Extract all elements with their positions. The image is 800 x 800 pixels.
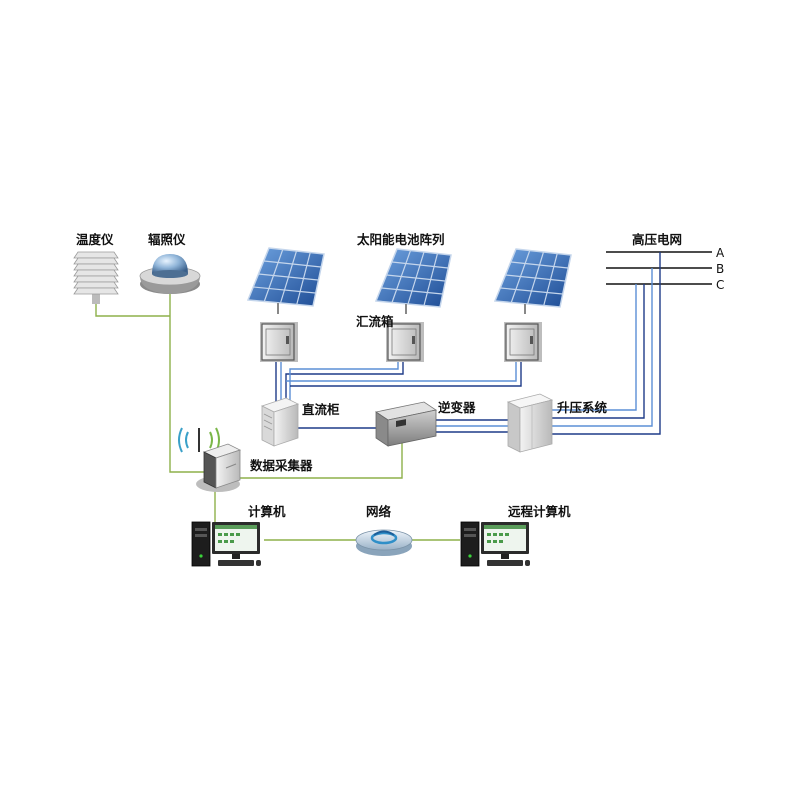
combiner-box-icon-3 bbox=[504, 322, 542, 362]
label-step-up: 升压系统 bbox=[557, 400, 608, 415]
irradiance-meter-icon bbox=[139, 254, 201, 294]
label-combiner-box: 汇流箱 bbox=[356, 314, 394, 329]
label-phase-c: C bbox=[716, 278, 724, 292]
thermometer-icon bbox=[73, 251, 119, 304]
thermo-to-bus-line bbox=[95, 302, 170, 317]
computer-icon bbox=[191, 521, 261, 567]
combiner-box-icon-2 bbox=[386, 322, 424, 362]
combiner2-to-dc-line bbox=[285, 362, 404, 402]
dc-cabinet-icon bbox=[260, 397, 300, 447]
combiner3-to-dc-line bbox=[290, 362, 522, 387]
label-computer: 计算机 bbox=[248, 504, 286, 519]
solar-panel-icon-1 bbox=[246, 247, 325, 314]
label-phase-a: A bbox=[716, 246, 725, 260]
irradiance-to-collector-line bbox=[169, 292, 205, 473]
label-dc-cabinet: 直流柜 bbox=[302, 402, 340, 417]
label-network: 网络 bbox=[366, 504, 392, 519]
solar-panel-icon-2 bbox=[374, 248, 452, 314]
combiner-box-icon-1 bbox=[260, 322, 298, 362]
network-icon bbox=[355, 529, 413, 556]
label-grid: 高压电网 bbox=[632, 232, 682, 247]
green-signal-lines bbox=[95, 292, 460, 541]
label-inverter: 逆变器 bbox=[438, 400, 476, 415]
data-collector-icon bbox=[178, 427, 242, 492]
label-phase-b: B bbox=[716, 262, 724, 276]
label-solar-array: 太阳能电池阵列 bbox=[357, 232, 445, 247]
grid-lines bbox=[548, 251, 712, 435]
label-thermometer: 温度仪 bbox=[76, 232, 114, 247]
label-remote-computer: 远程计算机 bbox=[508, 504, 571, 519]
inverter-to-collector-line bbox=[218, 440, 403, 479]
label-data-collector: 数据采集器 bbox=[249, 458, 313, 473]
solar-panel-icon-3 bbox=[493, 248, 572, 314]
inverter-icon bbox=[374, 401, 438, 447]
label-irradiance-meter: 辐照仪 bbox=[148, 232, 186, 247]
step-up-system-icon bbox=[506, 393, 554, 453]
dc-power-lines bbox=[275, 362, 522, 433]
remote-computer-icon bbox=[460, 521, 530, 567]
